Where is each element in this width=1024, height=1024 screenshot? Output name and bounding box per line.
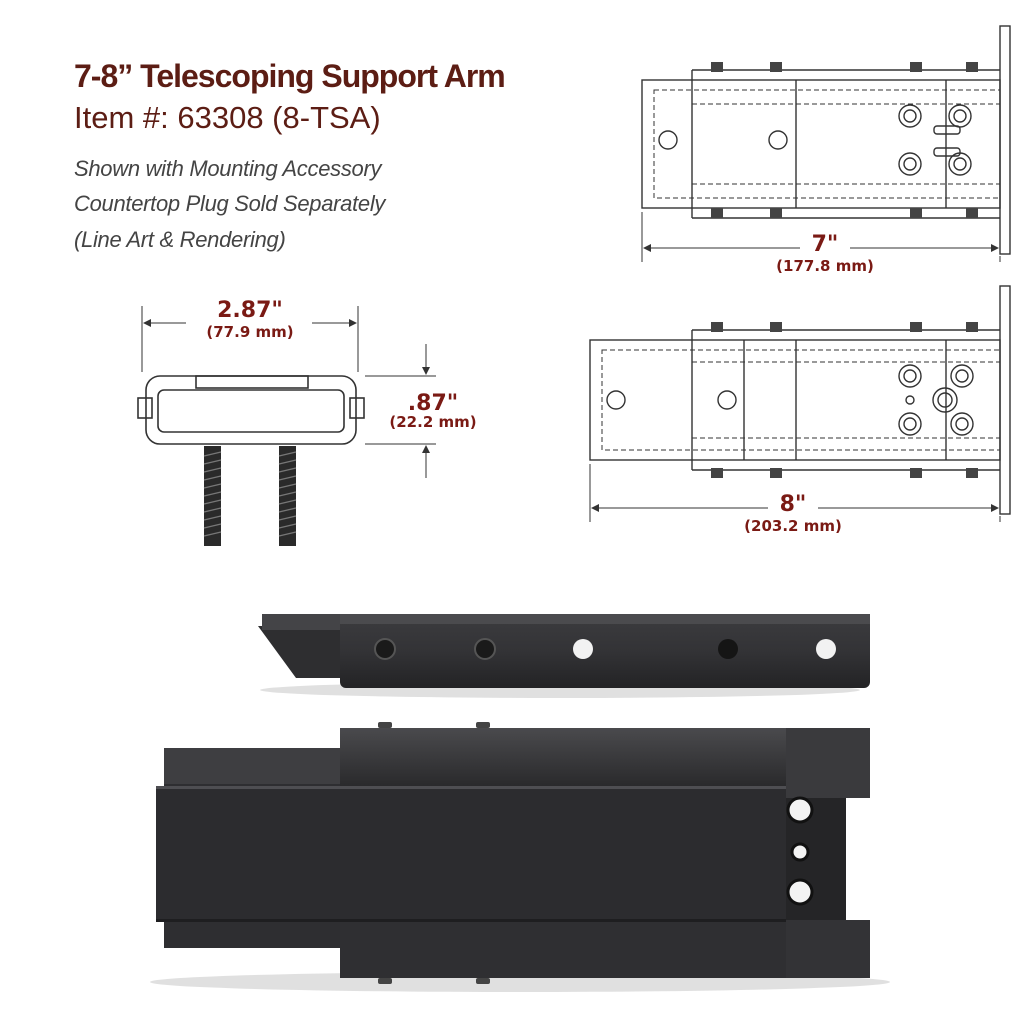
item-number: Item #: 63308 (8-TSA): [74, 100, 381, 135]
dim-width-value: 2.87": [217, 298, 283, 323]
mounting-bolts: [203, 446, 297, 546]
rendering-side-view: [258, 614, 870, 698]
top-view-7in-drawing: [641, 25, 1011, 262]
dim-length-min-metric: (177.8 mm): [776, 257, 874, 275]
dim-length-min-value: 7": [811, 232, 839, 257]
note-line-3: (Line Art & Rendering): [74, 227, 286, 252]
note-line-2: Countertop Plug Sold Separately: [74, 191, 386, 216]
dim-length-max-metric: (203.2 mm): [744, 517, 842, 535]
dim-length-max-value: 8": [779, 492, 807, 517]
dim-width-metric: (77.9 mm): [206, 323, 294, 341]
dim-height-value: .87": [407, 391, 459, 416]
top-view-8in-drawing: [589, 285, 1011, 522]
note-line-1: Shown with Mounting Accessory: [74, 156, 382, 181]
end-view-drawing: [137, 306, 436, 478]
dim-height-metric: (22.2 mm): [389, 413, 477, 431]
product-title: 7-8” Telescoping Support Arm: [74, 58, 506, 94]
rendering-top-view: [150, 722, 890, 992]
